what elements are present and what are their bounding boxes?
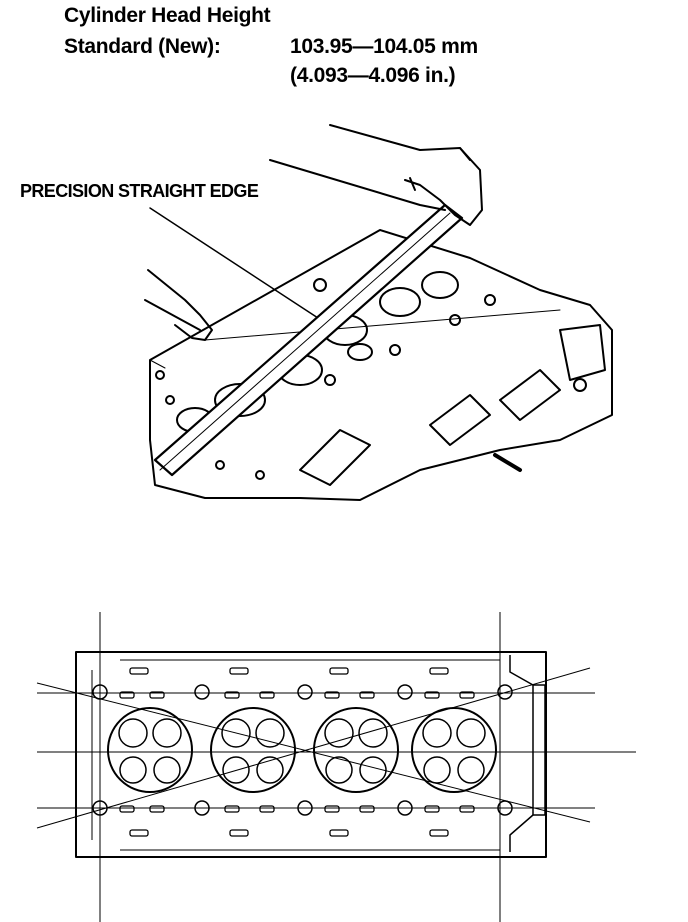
measurement-lines: [36, 612, 636, 922]
precision-straight-edge: [153, 203, 464, 477]
combustion-chamber-3: [313, 707, 399, 793]
standard-value-in: (4.093—4.096 in.): [290, 64, 456, 87]
combustion-chamber-2: [210, 707, 296, 793]
head-outline: [75, 651, 547, 858]
lower-hand: [144, 269, 213, 341]
cylinder-head-body: [149, 229, 613, 501]
upper-hand: [269, 124, 483, 226]
callout-leader: [149, 207, 319, 319]
straight-edge-callout: PRECISION STRAIGHT EDGE: [20, 181, 259, 201]
combustion-chamber-1: [107, 707, 193, 793]
spec-title: Cylinder Head Height: [64, 4, 271, 27]
standard-value-mm: 103.95—104.05 mm: [290, 35, 478, 58]
standard-label: Standard (New):: [64, 35, 221, 58]
combustion-chamber-4: [411, 707, 497, 793]
